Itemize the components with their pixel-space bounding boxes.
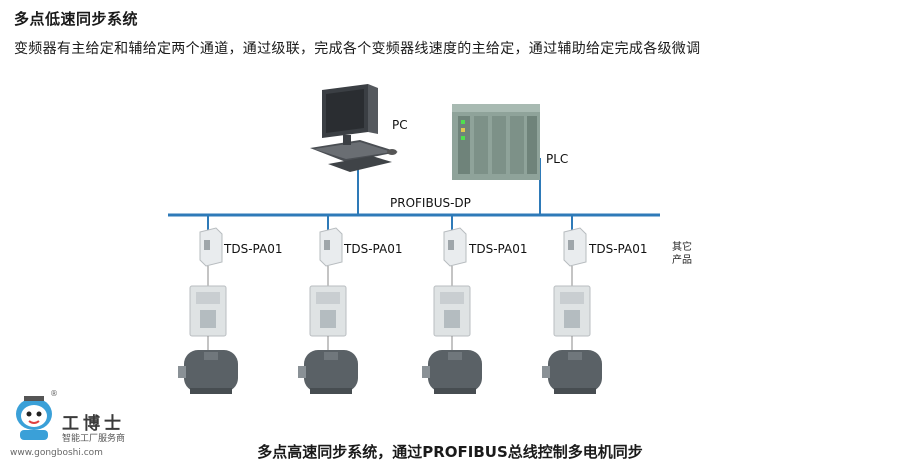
module-label: TDS-PA01: [344, 242, 403, 256]
plc-label: PLC: [546, 152, 569, 166]
module-label: TDS-PA01: [589, 242, 648, 256]
communication-module-icon: [443, 227, 467, 267]
other-products-line1: 其它: [672, 242, 692, 253]
other-products-line2: 产品: [672, 255, 692, 266]
communication-module-icon: [563, 227, 587, 267]
motor-icon: [428, 350, 482, 392]
figure-caption: 多点高速同步系统，通过PROFIBUS总线控制多电机同步: [257, 443, 643, 461]
registered-mark: ®: [50, 389, 58, 398]
motor-icon: [184, 350, 238, 392]
page-title: 多点低速同步系统: [14, 10, 139, 28]
bus-label: PROFIBUS-DP: [390, 196, 471, 210]
pc-computer-icon: [310, 84, 398, 172]
communication-module-icon: [199, 227, 223, 267]
plc-rack-icon: [452, 104, 540, 180]
brand-name: 工博士: [62, 414, 125, 434]
pc-label: PC: [392, 118, 408, 132]
module-label: TDS-PA01: [469, 242, 528, 256]
motor-icon: [548, 350, 602, 392]
page-subtitle: 变频器有主给定和辅给定两个通道，通过级联，完成各个变频器线速度的主给定，通过辅助…: [14, 41, 701, 57]
mascot-logo-icon: [16, 396, 52, 440]
brand-url: www.gongboshi.com: [10, 448, 103, 458]
motor-icon: [304, 350, 358, 392]
brand-tagline: 智能工厂服务商: [62, 434, 126, 444]
communication-module-icon: [319, 227, 343, 267]
module-label: TDS-PA01: [224, 242, 283, 256]
